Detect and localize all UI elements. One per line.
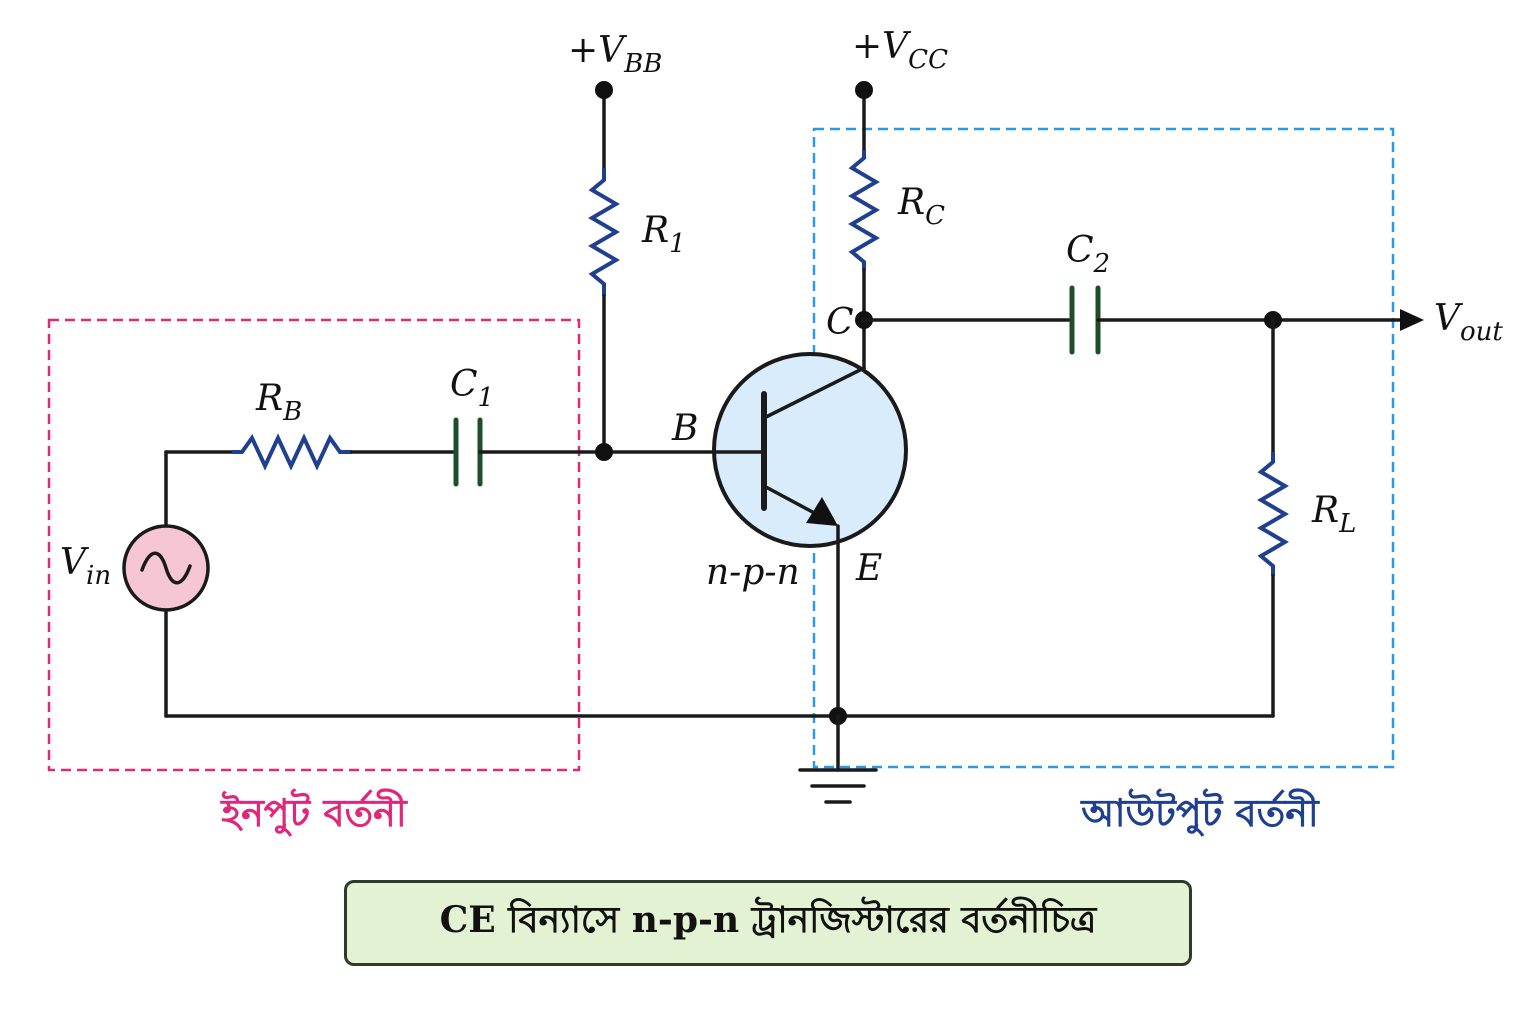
- resistor-r1: [588, 168, 620, 296]
- vin-label: Vin: [60, 542, 111, 591]
- input-circuit-label: ইনপুট বর্তনী: [219, 788, 408, 838]
- resistor-rl: [1257, 452, 1289, 576]
- rl-label: RL: [1311, 490, 1356, 539]
- vcc-branch: [848, 81, 880, 370]
- r1-label: R1: [641, 210, 686, 259]
- base-junction: [595, 443, 613, 461]
- c1-label: C1: [450, 364, 494, 413]
- npn-transistor: [712, 352, 908, 718]
- rc-label: RC: [897, 182, 945, 231]
- caption-text: CE বিন্যাসে n-p-n ট্রানজিস্টারের বর্তনীচ…: [439, 899, 1097, 941]
- vbb-label: +VBB: [568, 30, 662, 79]
- vbb-terminal: [595, 81, 613, 99]
- resistor-rb: [232, 433, 352, 471]
- emitter-label: E: [855, 548, 882, 589]
- sine-wave-icon: [140, 551, 192, 585]
- vbb-branch: [588, 81, 620, 454]
- collector-label: C: [826, 302, 854, 343]
- output-circuit-label: আউটপুট বর্তনী: [1079, 788, 1320, 838]
- base-label: B: [671, 408, 698, 449]
- emitter-arrow-icon: [806, 497, 838, 526]
- caption-box: CE বিন্যাসে n-p-n ট্রানজিস্টারের বর্তনীচ…: [344, 880, 1192, 966]
- c2-label: C2: [1066, 230, 1110, 279]
- input-circuit-box: [47, 318, 581, 772]
- vout-arrow-icon: [1400, 309, 1424, 331]
- ground: [164, 707, 1275, 804]
- vout-label: Vout: [1434, 298, 1503, 347]
- output-branch: [862, 285, 1424, 718]
- input-branch: [122, 417, 718, 718]
- vcc-label: +VCC: [852, 26, 948, 75]
- resistor-rc: [848, 150, 880, 270]
- transistor-type-label: n-p-n: [706, 552, 800, 593]
- rb-label: RB: [255, 378, 302, 427]
- vcc-terminal: [855, 81, 873, 99]
